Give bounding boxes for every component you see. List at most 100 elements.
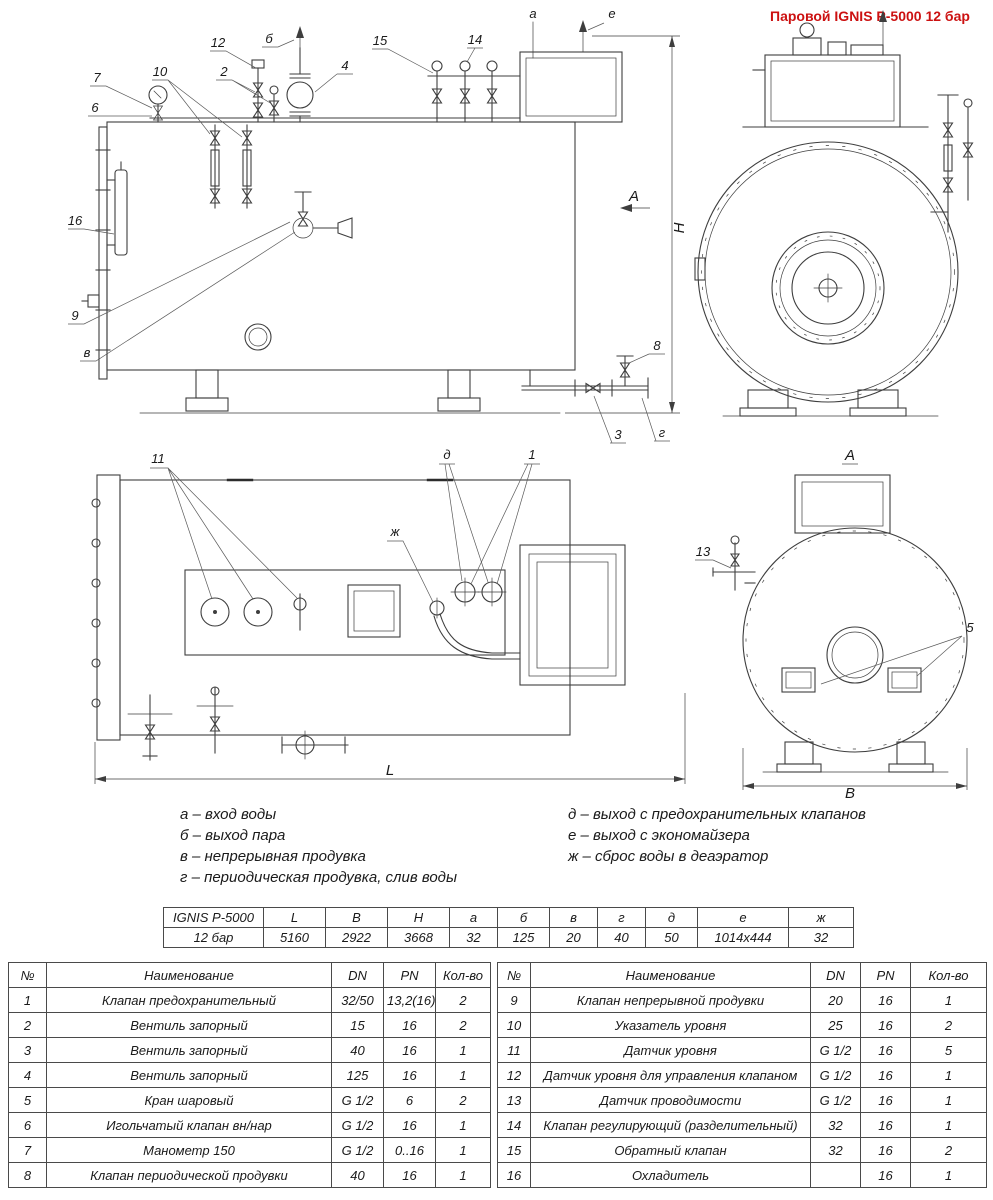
pressure-gauge-assembly xyxy=(148,85,168,123)
parts-cell: 14 xyxy=(497,1112,531,1138)
rear-base xyxy=(762,741,949,773)
parts-cell: Вентиль запорный xyxy=(46,1062,332,1088)
parts-cell: 4 xyxy=(8,1062,47,1088)
parts-cell: 16 xyxy=(383,1037,436,1063)
callout-1: 1 xyxy=(528,447,535,462)
parts-cell: 13,2(16) xyxy=(383,987,436,1013)
boiler-front-shell xyxy=(697,141,959,403)
feedwater-valve-group xyxy=(427,60,521,123)
parts-cell: 32 xyxy=(810,1137,861,1163)
parts-cell: 16 xyxy=(860,1037,911,1063)
parts-cell: 3 xyxy=(8,1037,47,1063)
parts-cell: 16 xyxy=(383,1162,436,1188)
parts-cell: G 1/2 xyxy=(810,1037,861,1063)
parts-cell: 1 xyxy=(910,1112,987,1138)
size-value: 32 xyxy=(788,927,854,948)
economizer-plan xyxy=(519,544,626,686)
parts-cell: 32/50 xyxy=(331,987,384,1013)
left-lower-fitting xyxy=(81,294,100,308)
callout-14: 14 xyxy=(468,32,482,47)
front-base xyxy=(722,389,939,417)
legend-item: г – периодическая продувка, слив воды xyxy=(180,869,457,886)
parts-cell: 25 xyxy=(810,1012,861,1038)
callout-б: б xyxy=(265,31,273,46)
parts-cell: 15 xyxy=(497,1137,531,1163)
parts-cell: 5 xyxy=(910,1037,987,1063)
legend-item: а – вход воды xyxy=(180,806,277,823)
parts-cell: G 1/2 xyxy=(331,1137,384,1163)
size-value: 50 xyxy=(645,927,698,948)
side-leaders xyxy=(68,22,670,444)
parts-cell: 1 xyxy=(435,1137,491,1163)
size-value: 20 xyxy=(549,927,598,948)
parts-cell: 6 xyxy=(8,1112,47,1138)
steam-outlet-valve xyxy=(286,26,314,123)
parts-col-header: № xyxy=(8,962,47,988)
top-leaders xyxy=(150,463,540,603)
legend-item: ж – сброс воды в деаэратор xyxy=(568,848,769,865)
callout-7: 7 xyxy=(93,70,101,85)
parts-cell: 6 xyxy=(383,1087,436,1113)
dimension-B xyxy=(742,748,968,790)
callout-А: А xyxy=(844,447,855,464)
dimension-H xyxy=(565,35,680,414)
parts-col-header: Наименование xyxy=(530,962,811,988)
size-col-header: L xyxy=(263,907,326,928)
parts-cell: 1 xyxy=(435,1037,491,1063)
rear-manhole xyxy=(826,626,884,684)
parts-cell: 1 xyxy=(435,1112,491,1138)
parts-cell: 1 xyxy=(435,1162,491,1188)
callout-6: 6 xyxy=(91,100,99,115)
parts-cell: 11 xyxy=(497,1037,531,1063)
callout-3: 3 xyxy=(614,427,622,442)
parts-cell: Охладитель xyxy=(530,1162,811,1188)
parts-cell: 13 xyxy=(497,1087,531,1113)
safety-valves-plan xyxy=(450,577,507,607)
size-col-header: H xyxy=(387,907,450,928)
parts-cell: 16 xyxy=(860,1087,911,1113)
callout-12: 12 xyxy=(211,35,226,50)
plan-bottom-fittings xyxy=(127,686,349,761)
burner-cabinet xyxy=(742,10,929,128)
support-saddles xyxy=(139,369,561,414)
parts-cell: 40 xyxy=(331,1037,384,1063)
size-value: 40 xyxy=(597,927,646,948)
rear-leaders xyxy=(695,559,963,685)
parts-cell: 16 xyxy=(383,1062,436,1088)
parts-cell: 2 xyxy=(435,1087,491,1113)
parts-cell: 0..16 xyxy=(383,1137,436,1163)
instrument-panel xyxy=(184,569,506,656)
size-col-header: б xyxy=(497,907,550,928)
boiler-shell xyxy=(95,117,576,380)
size-value: 5160 xyxy=(263,927,326,948)
callout-е: е xyxy=(608,6,615,21)
parts-cell: 1 xyxy=(435,1062,491,1088)
callout-9: 9 xyxy=(71,308,78,323)
size-value: 3668 xyxy=(387,927,450,948)
conductivity-sensor-assembly xyxy=(712,535,756,591)
callout-А: А xyxy=(628,188,639,205)
parts-cell: Вентиль запорный xyxy=(46,1012,332,1038)
parts-cell: 16 xyxy=(860,1012,911,1038)
size-col-header: в xyxy=(549,907,598,928)
parts-cell: 7 xyxy=(8,1137,47,1163)
size-col-header: B xyxy=(325,907,388,928)
callout-В: В xyxy=(845,785,855,802)
callout-ж: ж xyxy=(390,524,401,539)
parts-cell: 15 xyxy=(331,1012,384,1038)
parts-cell: 2 xyxy=(910,1137,987,1163)
parts-col-header: Кол-во xyxy=(910,962,987,988)
parts-col-header: DN xyxy=(331,962,384,988)
